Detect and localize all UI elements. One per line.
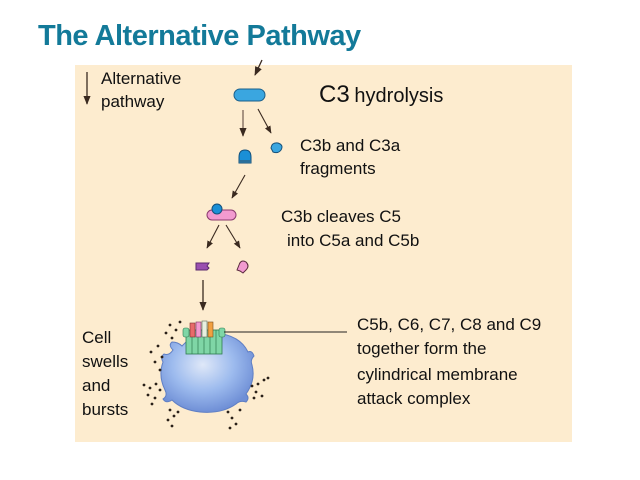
incoming-arrow bbox=[254, 59, 263, 76]
mac-c7 bbox=[201, 320, 208, 338]
legend-label-line2: pathway bbox=[101, 92, 165, 111]
c3-hydrolysis-word: hydrolysis bbox=[354, 85, 444, 107]
legend-label-line1: Alternative bbox=[101, 69, 182, 88]
mac-c8 bbox=[207, 321, 214, 338]
cleaves-label-line1: C3b cleaves C5 bbox=[281, 207, 402, 226]
fragments-label-line2: fragments bbox=[300, 159, 376, 178]
c5a-fragment bbox=[236, 260, 249, 274]
membrane-attack-complex bbox=[182, 320, 226, 355]
c3b-fragment-base bbox=[239, 160, 251, 163]
arrow-to-c5b bbox=[206, 224, 220, 249]
diagram-panel bbox=[75, 65, 572, 442]
c5b-fragment bbox=[195, 262, 210, 271]
mac-label-line3: cylindrical membrane bbox=[357, 365, 518, 384]
cell-label-line2: swells bbox=[82, 352, 129, 371]
arrow-c3-to-c3a bbox=[257, 108, 272, 134]
c3b-bound bbox=[211, 203, 223, 215]
arrow-to-c5a bbox=[225, 224, 241, 249]
c3-molecule bbox=[233, 88, 266, 102]
c3-hydrolysis-c3: C3 bbox=[319, 81, 350, 108]
cleaves-label-line2: into C5a and C5b bbox=[287, 231, 420, 250]
mac-c6 bbox=[195, 321, 202, 338]
cell-label-line3: and bbox=[82, 376, 111, 395]
fragments-label-line1: C3b and C3a bbox=[300, 136, 401, 155]
c3a-fragment bbox=[270, 142, 283, 154]
leaking-particles bbox=[142, 320, 270, 430]
arrow-c3b-to-convertase bbox=[231, 174, 246, 199]
mac-label-line4: attack complex bbox=[357, 389, 471, 408]
cell-label-line1: Cell bbox=[82, 328, 112, 347]
mac-c5b bbox=[189, 322, 196, 338]
mac-label-line2: together form the bbox=[357, 339, 487, 358]
cell-label-line4: bursts bbox=[82, 400, 129, 419]
mac-label-line1: C5b, C6, C7, C8 and C9 bbox=[357, 315, 542, 334]
c3-hydrolysis-label: C3 hydrolysis bbox=[319, 83, 443, 108]
c3b-fragment bbox=[238, 149, 252, 164]
slide-title: The Alternative Pathway bbox=[38, 20, 361, 52]
